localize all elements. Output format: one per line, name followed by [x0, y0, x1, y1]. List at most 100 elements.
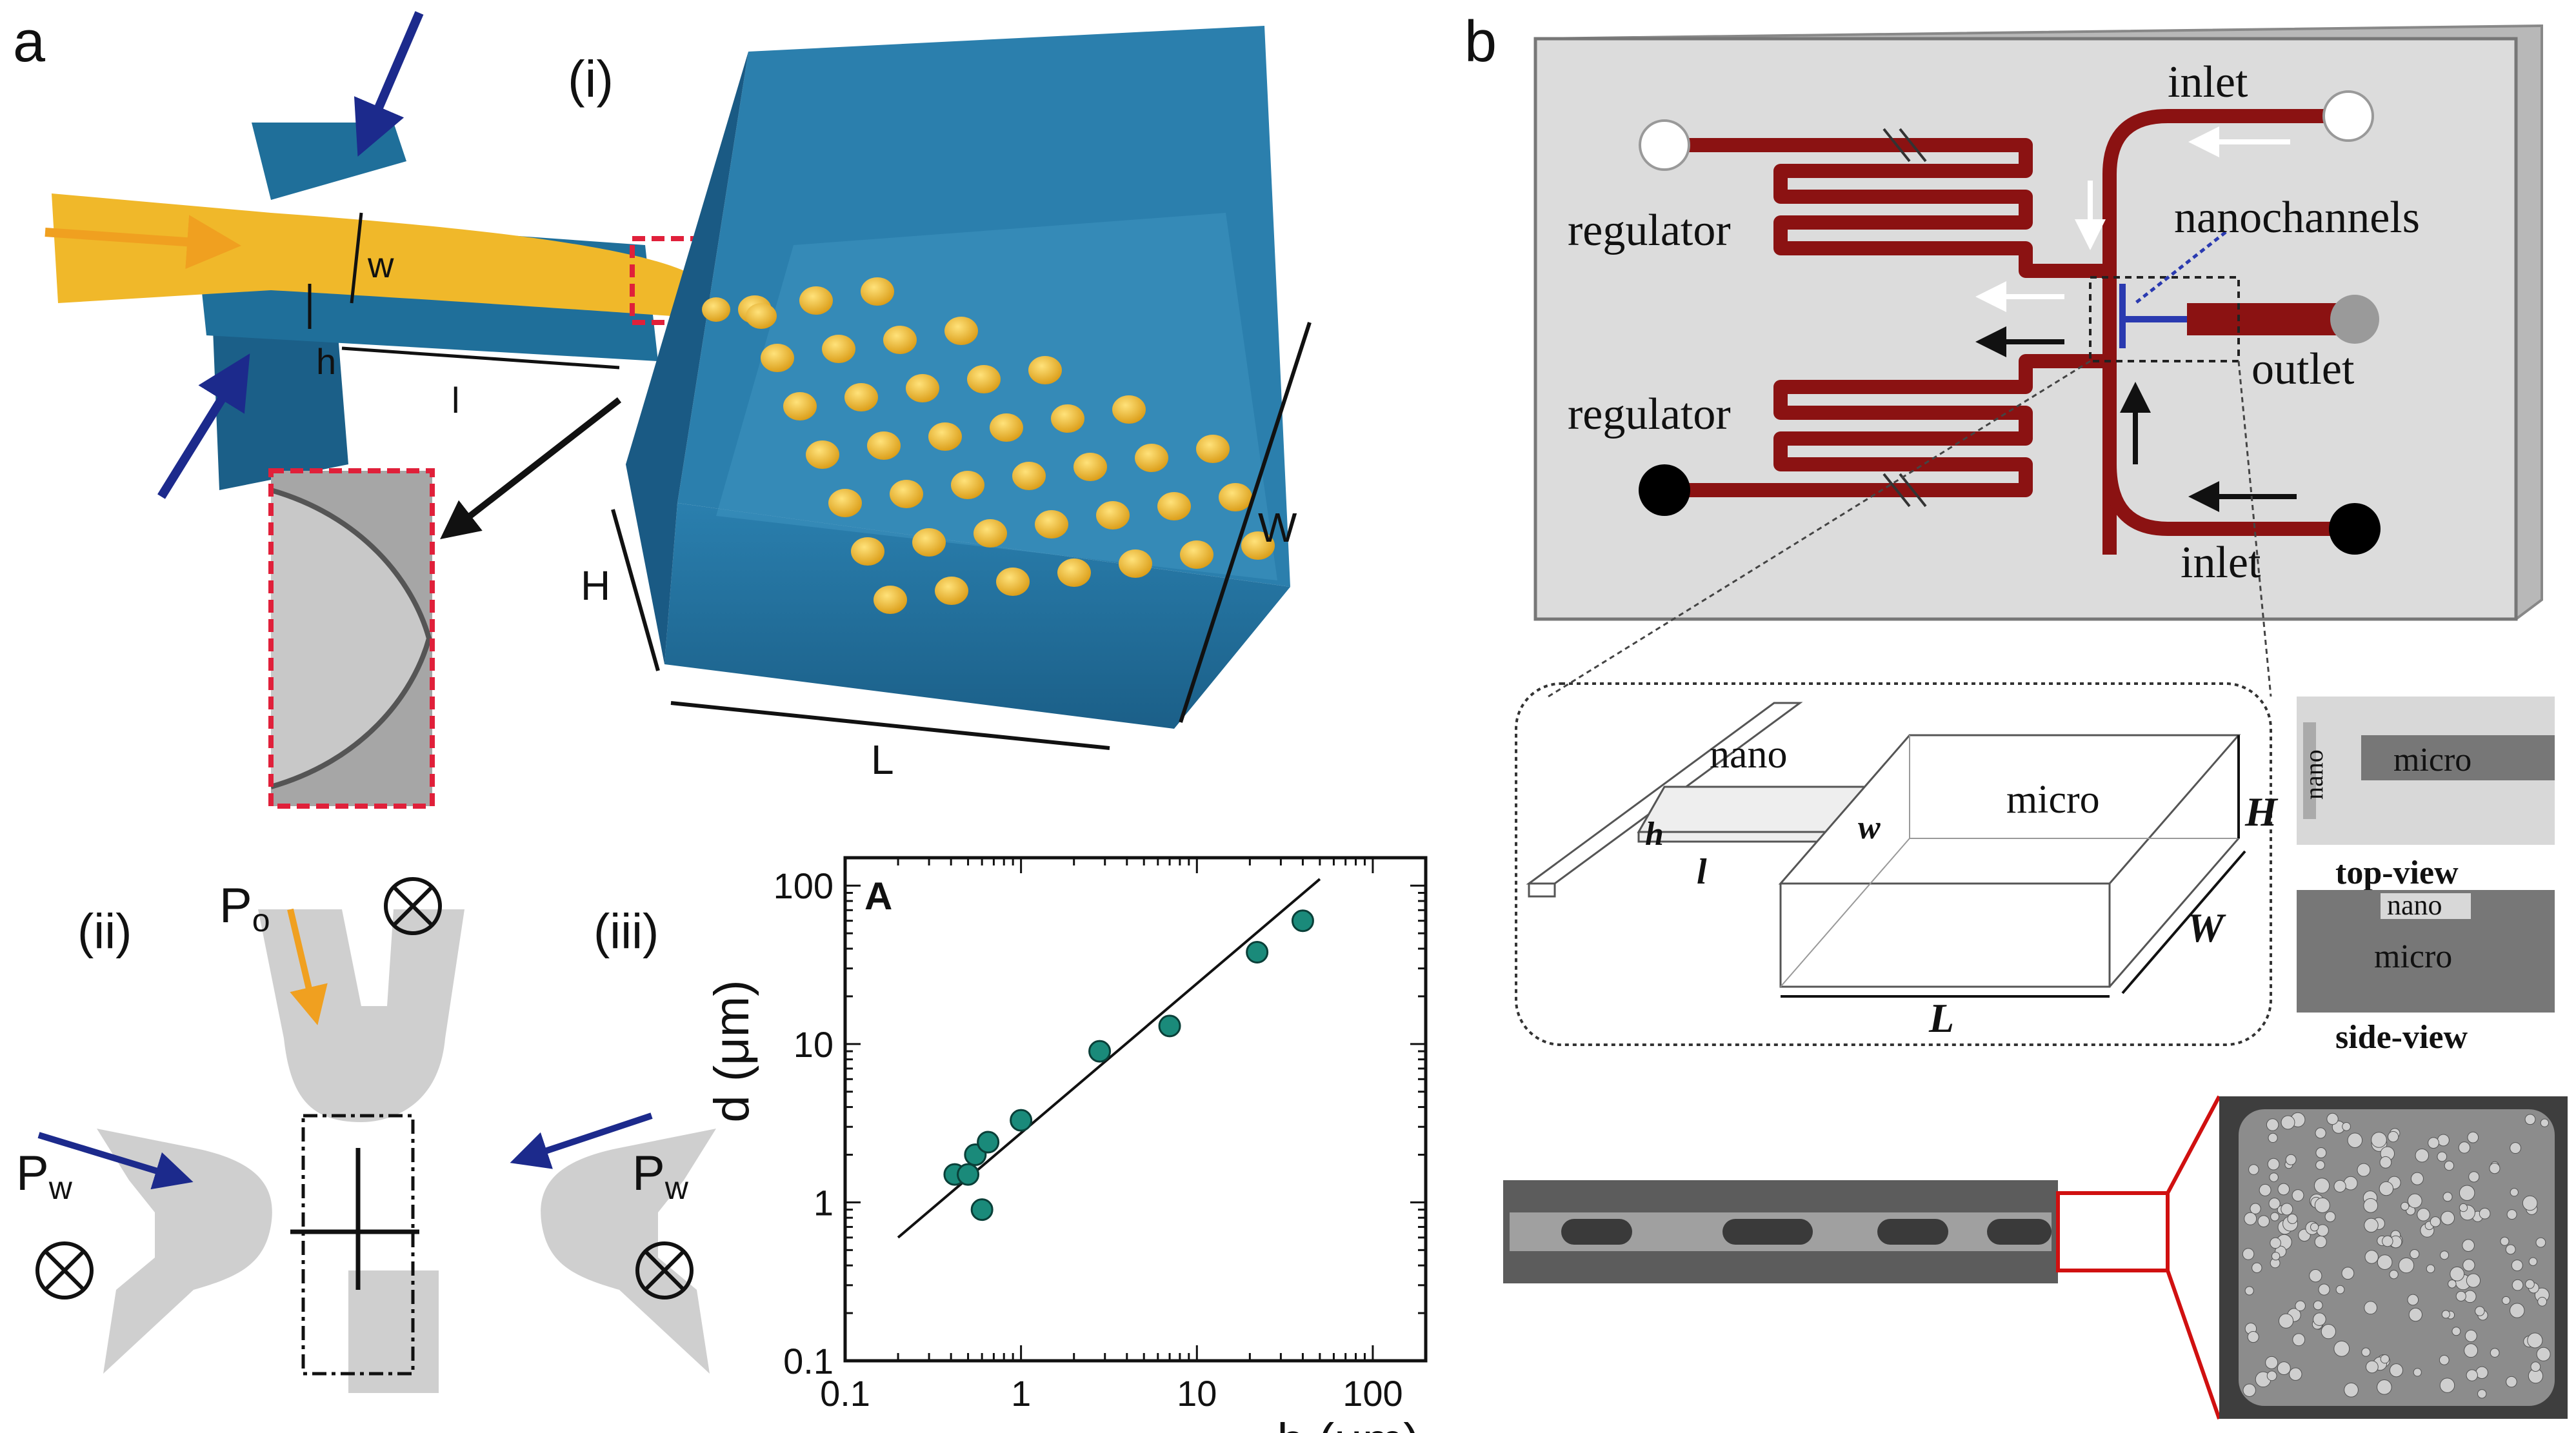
- data-point: [1010, 1109, 1033, 1132]
- chamber-droplet: [2437, 1134, 2450, 1147]
- chamber-droplet: [2522, 1195, 2538, 1211]
- droplet: [874, 586, 907, 614]
- chamber-droplet: [2324, 1211, 2336, 1223]
- regulator-channel-top: [1664, 138, 2103, 278]
- chamber-droplet: [2459, 1185, 2475, 1201]
- droplet: [928, 422, 962, 451]
- chamber-droplet: [2524, 1114, 2536, 1125]
- chamber-droplet: [2450, 1266, 2465, 1281]
- chamber-droplet: [2500, 1236, 2510, 1246]
- side-view-nano: [2381, 893, 2471, 919]
- data-point: [1158, 1014, 1181, 1038]
- chamber-droplet: [2335, 1285, 2345, 1294]
- chamber-droplet: [2287, 1213, 2298, 1224]
- chamber-droplet: [2259, 1183, 2271, 1196]
- chamber-droplet: [2477, 1389, 2487, 1399]
- chamber-droplet: [2363, 1198, 2379, 1213]
- label-nanochannels: nanochannels: [2174, 193, 2420, 242]
- droplet: [822, 335, 855, 363]
- chamber-droplet: [2455, 1290, 2466, 1301]
- chamber-lumen: [2239, 1109, 2555, 1406]
- droplet: [883, 326, 917, 354]
- chamber-droplet: [2310, 1223, 2319, 1232]
- top-view-nano-label: nano: [2299, 749, 2328, 800]
- chamber-droplet: [2248, 1164, 2259, 1175]
- plot-frame: [843, 856, 1428, 1363]
- chamber-droplet: [2277, 1361, 2291, 1376]
- droplet: [996, 568, 1030, 596]
- droplet: [935, 577, 968, 605]
- chamber-droplet: [2382, 1235, 2393, 1247]
- droplet: [806, 440, 839, 469]
- chamber-droplet: [2441, 1211, 2455, 1225]
- port-inlet-top: [2322, 90, 2374, 142]
- dim-w-label: w: [367, 244, 394, 285]
- chamber-droplet: [2467, 1131, 2479, 1143]
- chamber-droplet: [2459, 1203, 2468, 1212]
- dim-H-label: H: [581, 562, 610, 609]
- chamber-droplet: [2313, 1178, 2330, 1194]
- chip-layout: inlet regulator nanochannels outlet regu…: [1533, 24, 2543, 698]
- chamber-droplet: [2540, 1118, 2549, 1127]
- po-label: Po: [219, 878, 270, 938]
- chamber-droplet: [2430, 1216, 2441, 1227]
- droplet: [1157, 492, 1191, 520]
- subpanel-ii-label: (ii): [77, 904, 132, 959]
- schematic-w-label: w: [1858, 809, 1881, 846]
- schematic-l-label: l: [1697, 852, 1707, 892]
- pw-label-left: Pw: [16, 1146, 73, 1206]
- droplet: [1196, 435, 1230, 463]
- chamber-droplet: [2466, 1369, 2478, 1381]
- label-inlet-top: inlet: [2168, 57, 2248, 107]
- chamber-droplet: [2511, 1260, 2523, 1272]
- chamber-droplet: [2289, 1367, 2302, 1381]
- chamber-droplet: [2344, 1382, 2359, 1398]
- droplet: [973, 519, 1007, 548]
- reservoir-chamber: [626, 26, 1290, 729]
- chamber-droplet: [2321, 1324, 2337, 1339]
- chamber-droplet: [2281, 1115, 2295, 1130]
- droplet: [783, 392, 817, 420]
- schematic-frame: [1515, 682, 2272, 1046]
- panel-b-letter: b: [1464, 10, 1497, 74]
- otimes-icon: [384, 877, 442, 935]
- chamber-droplet: [2285, 1154, 2297, 1165]
- droplet: [1035, 510, 1068, 539]
- zoom-connector-red: [2166, 1095, 2221, 1419]
- chamber-droplet: [2364, 1250, 2379, 1264]
- chamber-droplet: [2410, 1249, 2420, 1260]
- chamber-droplet: [2326, 1112, 2339, 1125]
- chamber-droplet: [2510, 1303, 2525, 1318]
- label-inlet-bottom: inlet: [2181, 538, 2261, 588]
- chamber-droplet: [2343, 1176, 2358, 1191]
- plug-droplet: [1722, 1219, 1813, 1245]
- chamber-droplet: [2250, 1203, 2261, 1214]
- nanochannel-segment: [2119, 284, 2187, 348]
- chamber-droplet: [2379, 1181, 2394, 1196]
- chart-panel-label: A: [864, 875, 892, 918]
- chamber-droplet: [2462, 1239, 2475, 1252]
- droplet: [799, 286, 833, 315]
- side-channel-top: [252, 123, 406, 200]
- break-mark-bottom: [1882, 473, 1927, 508]
- droplet: [951, 471, 984, 499]
- schematic-h-label: h: [1645, 816, 1664, 853]
- port-inlet-bottom: [2329, 503, 2381, 555]
- port-regulator-bottom: [1639, 464, 1690, 516]
- chamber-droplet: [2315, 1147, 2327, 1158]
- otimes-icon: [35, 1241, 94, 1300]
- chamber-droplet: [2313, 1312, 2326, 1326]
- dim-L-label: L: [871, 736, 894, 783]
- chamber-droplet: [2506, 1376, 2517, 1388]
- chamber-droplet: [2242, 1248, 2255, 1260]
- break-mark-top: [1882, 128, 1927, 163]
- chamber-droplet: [2379, 1156, 2392, 1169]
- droplet: [1073, 453, 1107, 481]
- nano-micro-schematic: nano micro h l w H W L: [1515, 682, 2279, 1046]
- chamber-droplet: [2535, 1237, 2546, 1248]
- droplet: [1112, 395, 1146, 424]
- chamber-droplet: [2342, 1122, 2351, 1131]
- chamber-droplet: [2244, 1212, 2257, 1225]
- zoom-line-left: [1548, 360, 2091, 698]
